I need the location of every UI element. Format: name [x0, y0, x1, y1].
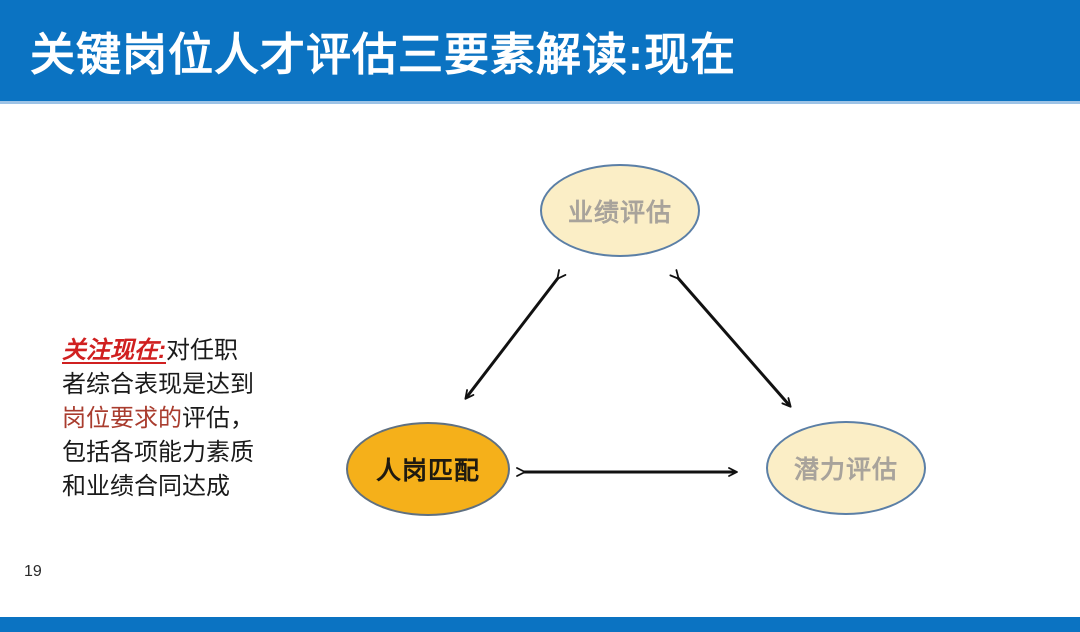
node-performance-evaluation: 业绩评估 [540, 164, 700, 257]
slide-title: 关键岗位人才评估三要素解读:现在 [30, 29, 736, 80]
node-person-job-fit-label: 人岗匹配 [375, 457, 480, 485]
node-potential-evaluation: 潜力评估 [766, 421, 926, 515]
annotation-line-4: 包括各项能力素质 [62, 439, 254, 466]
annotation-line-3-rest: 评估， [182, 405, 254, 432]
node-potential-label: 潜力评估 [793, 456, 898, 484]
node-person-job-fit: 人岗匹配 [346, 422, 510, 516]
page-number: 19 [24, 563, 42, 580]
slide-header: 关键岗位人才评估三要素解读:现在 [0, 0, 1080, 104]
annotation-line-2: 者综合表现是达到 [62, 371, 254, 398]
annotation-line-1-rest: 对任职 [166, 337, 238, 364]
node-performance-label: 业绩评估 [567, 198, 672, 227]
annotation-emphasis-text: 岗位要求的 [62, 405, 182, 432]
annotation-line-5: 和业绩合同达成 [62, 473, 230, 500]
footer-bar [0, 617, 1080, 632]
arrow-top-to-left [464, 269, 567, 400]
arrow-top-to-right [669, 269, 792, 408]
annotation-line-1: 关注现在:对任职 [62, 334, 277, 368]
annotation-line-3: 岗位要求的评估， [62, 402, 277, 436]
annotation-block: 关注现在:对任职 者综合表现是达到 岗位要求的评估， 包括各项能力素质 和业绩合… [62, 334, 277, 504]
annotation-lead-text: 关注现在: [62, 337, 166, 364]
